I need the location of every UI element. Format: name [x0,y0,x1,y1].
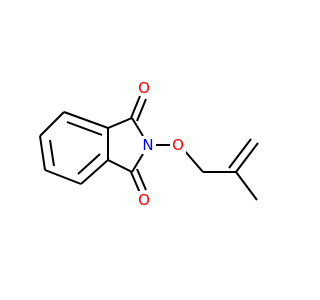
atom-label-nitrogen: N [142,136,153,154]
bond-ring-c1-c2 [63,111,109,129]
o-carbonyl-bottom-bg [136,191,152,209]
benzene-ring [39,111,109,185]
bond-ring-c5-c6 [80,159,109,185]
bond-c7-o-top-b [136,98,147,122]
bond-ring-c3-c4-inner [49,139,55,167]
bond-c8-n [131,153,144,173]
methallyl-oxy-chain [154,138,259,201]
bond-ring-c4-c5 [44,169,82,185]
bond-c-ch2-double-b [228,138,252,169]
bond-c-ch2-double-a [235,142,259,173]
o-ether-bg [170,136,186,154]
atom-labels: O N O O [136,78,186,209]
bond-c8-o-bottom-a [130,171,141,194]
atom-label-o-carbonyl-bottom: O [138,191,150,209]
bond-ring-c2-c3 [39,111,65,137]
bond-o-ch2 [183,149,204,173]
bond-c-ch3 [235,171,258,201]
molecule-structure: O N O O [39,78,259,209]
bond-c7-o-top-a [130,95,141,119]
bond-c1-c7 [107,117,133,129]
atom-label-o-carbonyl-top: O [138,79,150,97]
bond-ring-c5-c6-inner [77,153,101,175]
bond-ring-c3-c4 [39,135,46,171]
imide-ring [107,95,147,194]
bond-c6-c8 [107,159,133,173]
bond-ring-c1-c2-inner [66,121,103,136]
o-carbonyl-top-bg [136,78,152,96]
bond-c7-n [131,117,144,137]
atom-label-o-ether: O [172,136,184,154]
n-bg [140,136,156,154]
bond-c8-o-bottom-b [136,168,147,191]
